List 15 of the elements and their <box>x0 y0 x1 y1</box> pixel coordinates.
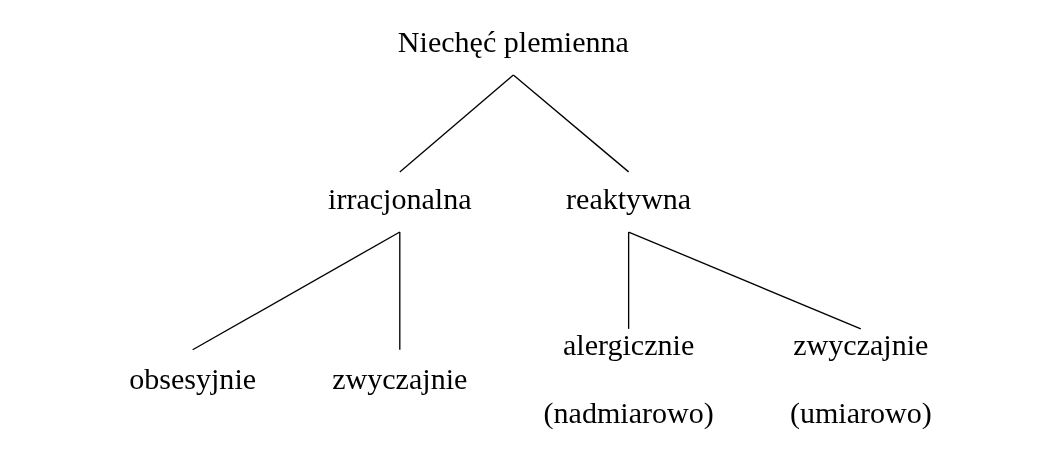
node-label: (nadmiarowo) <box>543 396 714 431</box>
node-text: Niechęć plemienna <box>397 25 629 60</box>
node-text: zwyczajnie <box>793 327 929 362</box>
connector <box>627 231 630 330</box>
connector <box>627 231 862 330</box>
node-text: irracjonalna <box>328 182 472 217</box>
connector <box>192 231 401 351</box>
node-text: reaktywna <box>566 182 692 217</box>
connector <box>399 231 401 351</box>
node-label: (umiarowo) <box>789 396 932 431</box>
node-text: zwyczajnie <box>332 361 468 396</box>
node-text: obsesyjnie <box>129 361 257 396</box>
connector <box>512 74 630 173</box>
connector <box>399 74 515 173</box>
node-text: alergicznie <box>563 327 695 362</box>
